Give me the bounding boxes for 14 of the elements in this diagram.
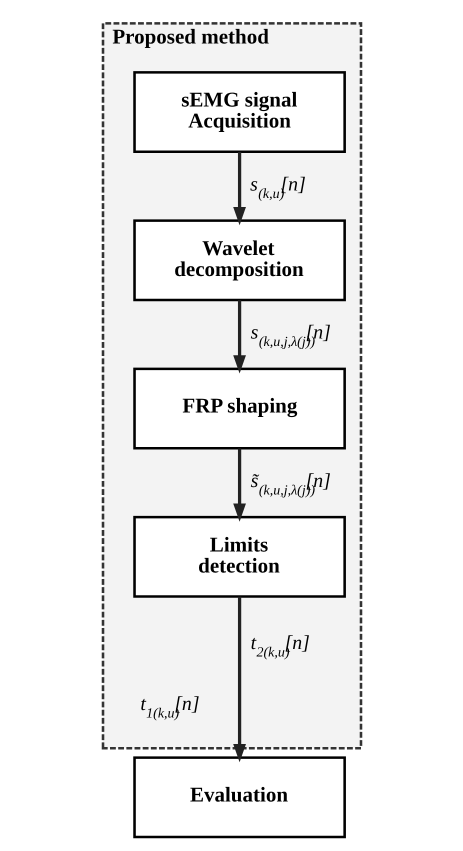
arrow [232,152,246,226]
edge-label: s̃$_{(k,u,j,λ(j))}$[n] [250,470,330,498]
node-box: FRP shaping [132,368,346,450]
edge-label: s$_{(k,u,j,λ(j))}$[n] [250,322,330,350]
arrow [232,448,246,522]
edge-label: s$_{(k,u)}$[n] [250,173,306,202]
edge-label: t$_{2(k,u)}$[n] [250,632,310,661]
arrow [232,300,246,374]
label: t$_{1(k,u)}$[n] [140,692,200,722]
node-box: Evaluation [132,756,346,838]
node-box: Limits detection [132,516,346,598]
node-box: sEMG signal Acquisition [132,71,346,154]
arrow [232,596,246,762]
node-box: Wavelet decomposition [132,219,346,302]
